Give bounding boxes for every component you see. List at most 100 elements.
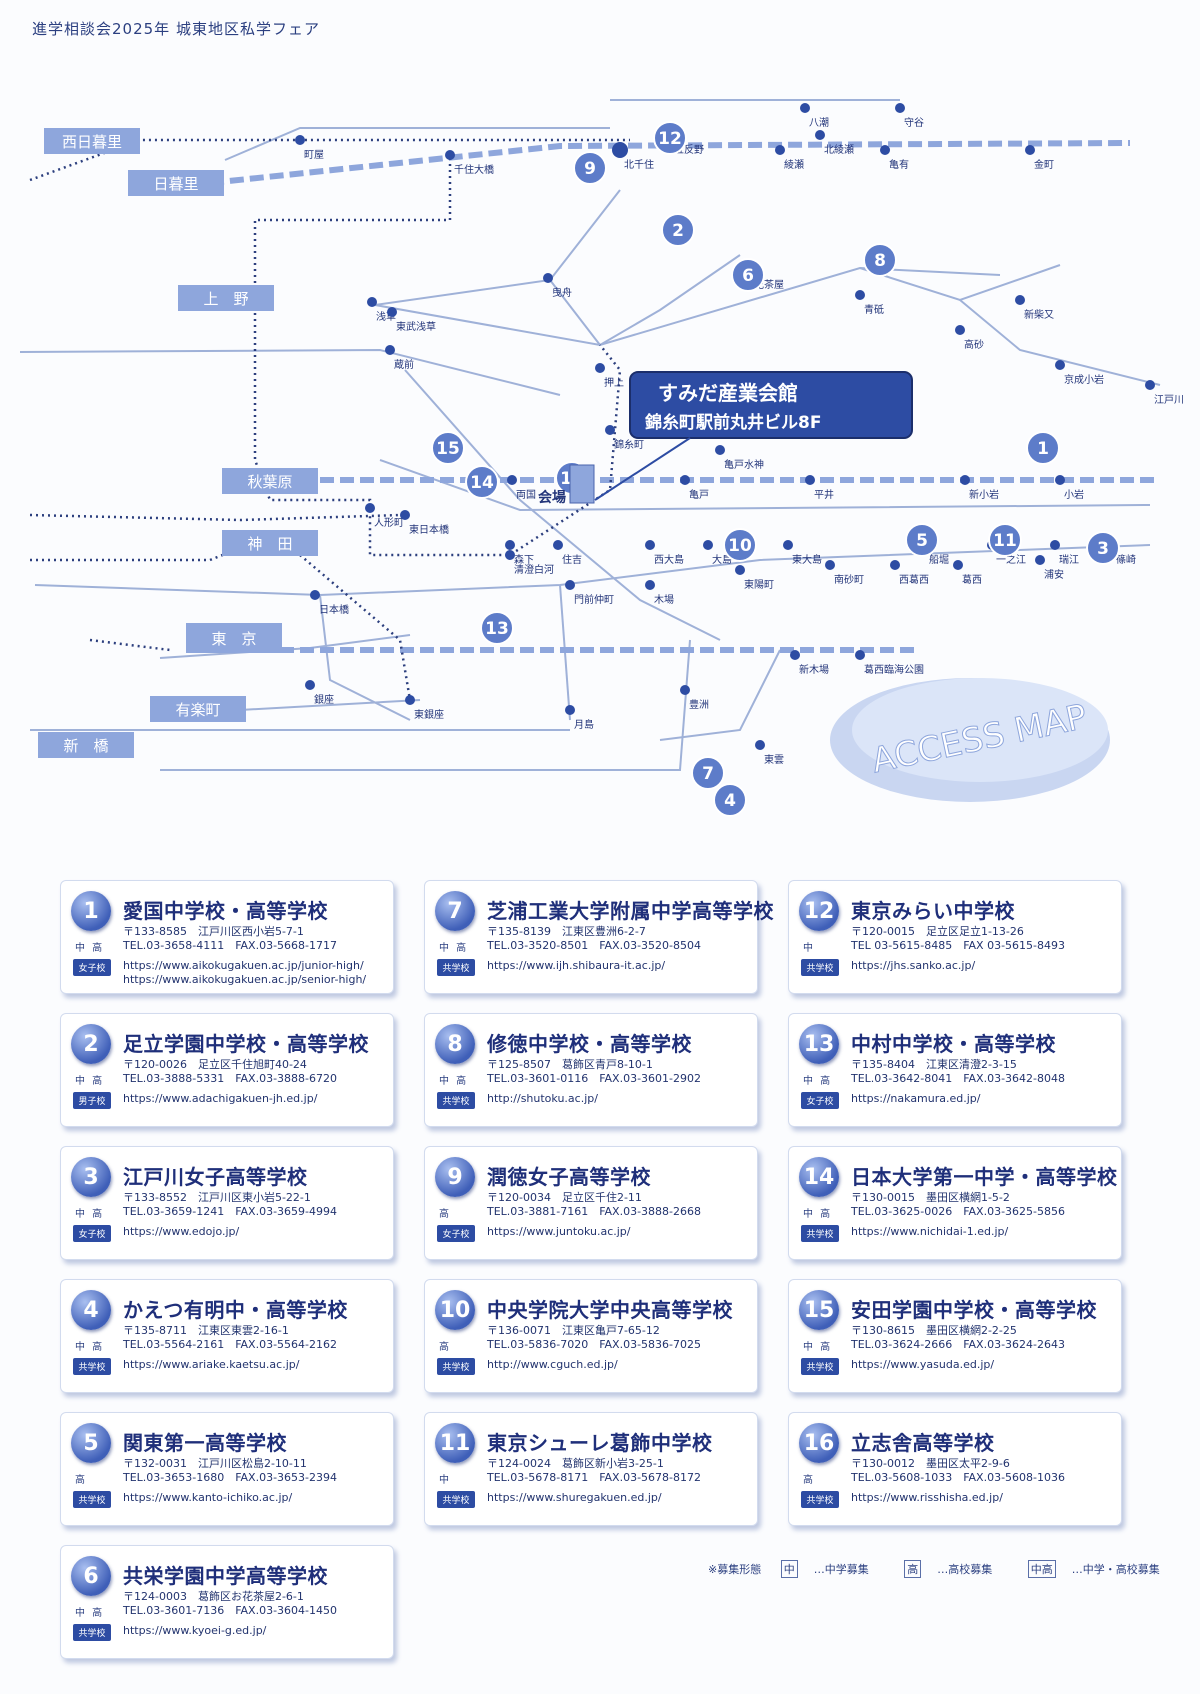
- school-marker-number: 9: [584, 159, 596, 179]
- school-url[interactable]: https://www.kyoei-g.ed.jp/: [123, 1624, 267, 1637]
- station-label: 北千住: [624, 158, 654, 171]
- station-dot: [775, 145, 785, 155]
- station-label: 瑞江: [1059, 554, 1079, 566]
- school-name: かえつ有明中・高等学校: [123, 1298, 348, 1322]
- school-number-badge: 12: [799, 891, 839, 931]
- school-url[interactable]: https://www.aikokugakuen.ac.jp/junior-hi…: [123, 959, 367, 986]
- school-marker-1: [1026, 431, 1060, 465]
- school-marker-8: [863, 243, 897, 277]
- school-url[interactable]: https://www.risshisha.ed.jp/: [851, 1491, 1003, 1504]
- station-dot: [1035, 555, 1045, 565]
- station-dot: [565, 580, 575, 590]
- station-dot: [505, 540, 515, 550]
- school-address: 〒132-0031 江戸川区松島2-10-11: [123, 1457, 307, 1470]
- station-label: 東雲: [764, 753, 784, 766]
- school-url[interactable]: http://www.cguch.ed.jp/: [487, 1358, 618, 1371]
- school-marker-number: 5: [916, 531, 928, 551]
- route-map-svg: 西日暮里 日暮里 上 野 秋葉原 神 田 東 京 有楽町 新 橋 町屋千住大橋北…: [19, 99, 1184, 817]
- station-label: 船堀: [929, 553, 949, 566]
- school-address: 〒135-8404 江東区清澄2-3-15: [851, 1058, 1017, 1071]
- school-phone: TEL.03-5678-8171 FAX.03-5678-8172: [487, 1471, 702, 1484]
- school-url[interactable]: https://nakamura.ed.jp/: [851, 1092, 981, 1105]
- major-station-label: 有楽町: [175, 701, 220, 719]
- station-dot: [385, 345, 395, 355]
- school-type-tag: 共学校: [73, 1491, 111, 1508]
- station-label: 月島: [574, 718, 594, 731]
- venue-marker: 会場: [538, 489, 566, 506]
- school-marker-10: [723, 528, 757, 562]
- school-url[interactable]: https://www.yasuda.ed.jp/: [851, 1358, 995, 1371]
- school-url[interactable]: https://www.nichidai-1.ed.jp/: [851, 1225, 1009, 1238]
- school-type-tag: 共学校: [801, 959, 839, 976]
- legend-item-1: 中…中学募集: [780, 1560, 885, 1578]
- station-label: 金町: [1034, 158, 1054, 171]
- station-label: 東銀座: [414, 708, 444, 721]
- school-address: 〒130-0012 墨田区太平2-9-6: [851, 1457, 1010, 1470]
- school-url[interactable]: https://www.juntoku.ac.jp/: [487, 1225, 631, 1238]
- school-type-tag: 男子校: [73, 1092, 111, 1109]
- station-dot: [1055, 475, 1065, 485]
- station-label: 亀戸水神: [724, 458, 764, 471]
- station-dot: [565, 705, 575, 715]
- school-url[interactable]: https://www.adachigakuen-jh.ed.jp/: [123, 1092, 318, 1105]
- school-marker-number: 11: [993, 531, 1017, 551]
- station-label: 平井: [814, 488, 834, 501]
- school-marker-number: 6: [742, 266, 754, 286]
- school-marker-number: 15: [436, 439, 460, 459]
- station-label: 大島: [712, 553, 732, 566]
- school-url[interactable]: https://www.ijh.shibaura-it.ac.jp/: [487, 959, 666, 972]
- school-url[interactable]: https://www.ariake.kaetsu.ac.jp/: [123, 1358, 300, 1371]
- school-url[interactable]: https://www.shuregakuen.ed.jp/: [487, 1491, 662, 1504]
- station-label: 篠崎: [1116, 553, 1136, 566]
- major-station-label: 神 田: [247, 535, 292, 553]
- school-url[interactable]: https://www.edojo.jp/: [123, 1225, 240, 1238]
- school-type-tag: 女子校: [437, 1225, 475, 1242]
- station-dot: [855, 650, 865, 660]
- access-map: 西日暮里 日暮里 上 野 秋葉原 神 田 東 京 有楽町 新 橋 町屋千住大橋北…: [0, 40, 1200, 860]
- legend: ※募集形態 中…中学募集 高…高校募集 中高…中学・高校募集: [708, 1560, 1192, 1578]
- school-address: 〒135-8711 江東区東雲2-16-1: [123, 1324, 289, 1337]
- station-label: 千住大橋: [454, 163, 494, 176]
- station-label: 葛西: [962, 573, 982, 586]
- chiyoda-line: [224, 127, 610, 161]
- school-number-badge: 7: [435, 891, 475, 931]
- school-type-tag: 共学校: [437, 1092, 475, 1109]
- school-url[interactable]: https://www.kanto-ichiko.ac.jp/: [123, 1491, 293, 1504]
- station-dot: [680, 685, 690, 695]
- recruit-levels: 高: [803, 1475, 815, 1486]
- school-phone: TEL.03-5564-2161 FAX.03-5564-2162: [123, 1338, 338, 1351]
- school-name: 潤徳女子高等学校: [487, 1165, 651, 1189]
- station-dot: [790, 650, 800, 660]
- station-dot: [680, 475, 690, 485]
- school-number-badge: 5: [71, 1423, 111, 1463]
- station-dot: [890, 560, 900, 570]
- station-label: 守谷: [904, 116, 924, 129]
- station-dot: [805, 475, 815, 485]
- school-number-badge: 9: [435, 1157, 475, 1197]
- station-nishinippori: 西日暮里: [62, 133, 122, 151]
- station-label: 東陽町: [744, 578, 774, 591]
- station-dot: [1145, 380, 1155, 390]
- school-number-badge: 16: [799, 1423, 839, 1463]
- school-marker-4: [713, 783, 747, 817]
- station-dot: [543, 273, 553, 283]
- station-dot: [595, 363, 605, 373]
- school-type-tag: 女子校: [73, 1225, 111, 1242]
- station-label: 新小岩: [969, 488, 999, 501]
- station-dot: [505, 550, 515, 560]
- school-url[interactable]: https://jhs.sanko.ac.jp/: [851, 959, 976, 972]
- recruit-levels: 中: [439, 1475, 451, 1486]
- station-label: 青砥: [864, 303, 884, 316]
- school-type-tag: 共学校: [437, 1358, 475, 1375]
- school-url[interactable]: http://shutoku.ac.jp/: [487, 1092, 598, 1105]
- station-dot: [400, 510, 410, 520]
- station-dot: [855, 290, 865, 300]
- school-name: 江戸川女子高等学校: [123, 1165, 308, 1189]
- school-name: 立志舎高等学校: [851, 1431, 995, 1455]
- station-dot: [800, 103, 810, 113]
- school-address: 〒125-8507 葛飾区青戸8-10-1: [487, 1058, 653, 1071]
- station-label: 住吉: [562, 553, 582, 566]
